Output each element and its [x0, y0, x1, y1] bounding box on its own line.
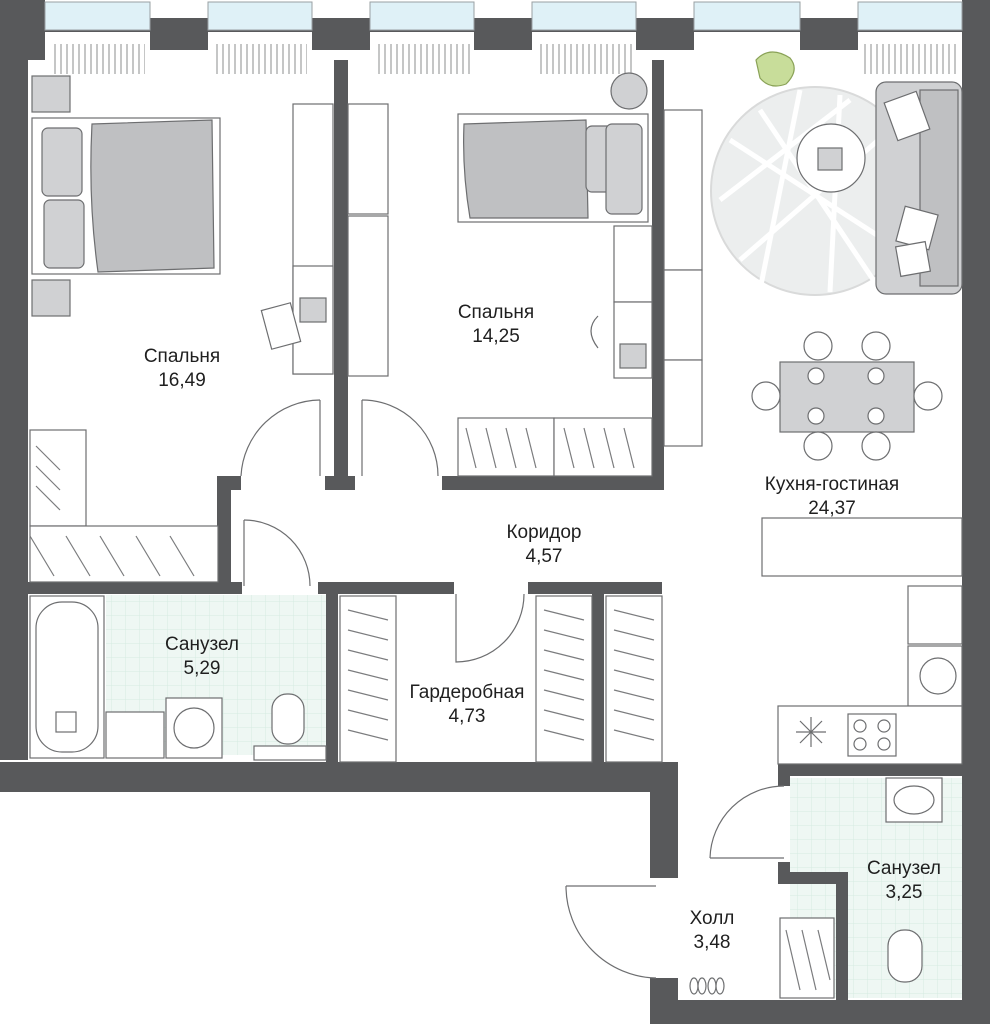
room-name-bathroom2: Санузел [867, 858, 941, 879]
room-area-hall: 3,48 [694, 932, 731, 953]
wardrobe-furniture [339, 595, 663, 763]
doors [240, 399, 785, 979]
room-name-kitchen: Кухня-гостиная [765, 474, 899, 495]
room-name-bedroom2: Спальня [458, 302, 534, 323]
room-area-bathroom1: 5,29 [184, 658, 221, 679]
room-area-bathroom2: 3,25 [886, 882, 923, 903]
room-area-bedroom2: 14,25 [472, 326, 520, 347]
curtains [50, 44, 958, 74]
room-area-wardrobe: 4,73 [449, 706, 486, 727]
windows [44, 1, 963, 31]
room-name-hall: Холл [690, 908, 735, 929]
room-area-corridor: 4,57 [526, 546, 563, 567]
room-area-kitchen: 24,37 [808, 498, 856, 519]
room-name-corridor: Коридор [506, 522, 581, 543]
bedroom1-furniture [29, 75, 334, 583]
room-name-bathroom1: Санузел [165, 634, 239, 655]
round-rug [710, 86, 920, 296]
room-name-bedroom1: Спальня [144, 346, 220, 367]
living-furniture [751, 51, 963, 765]
room-area-bedroom1: 16,49 [158, 370, 206, 391]
room-name-wardrobe: Гардеробная [410, 682, 525, 703]
bathroom2-fixtures [689, 777, 943, 999]
bathroom1-fixtures [29, 595, 327, 761]
bedroom2-furniture [347, 72, 703, 477]
